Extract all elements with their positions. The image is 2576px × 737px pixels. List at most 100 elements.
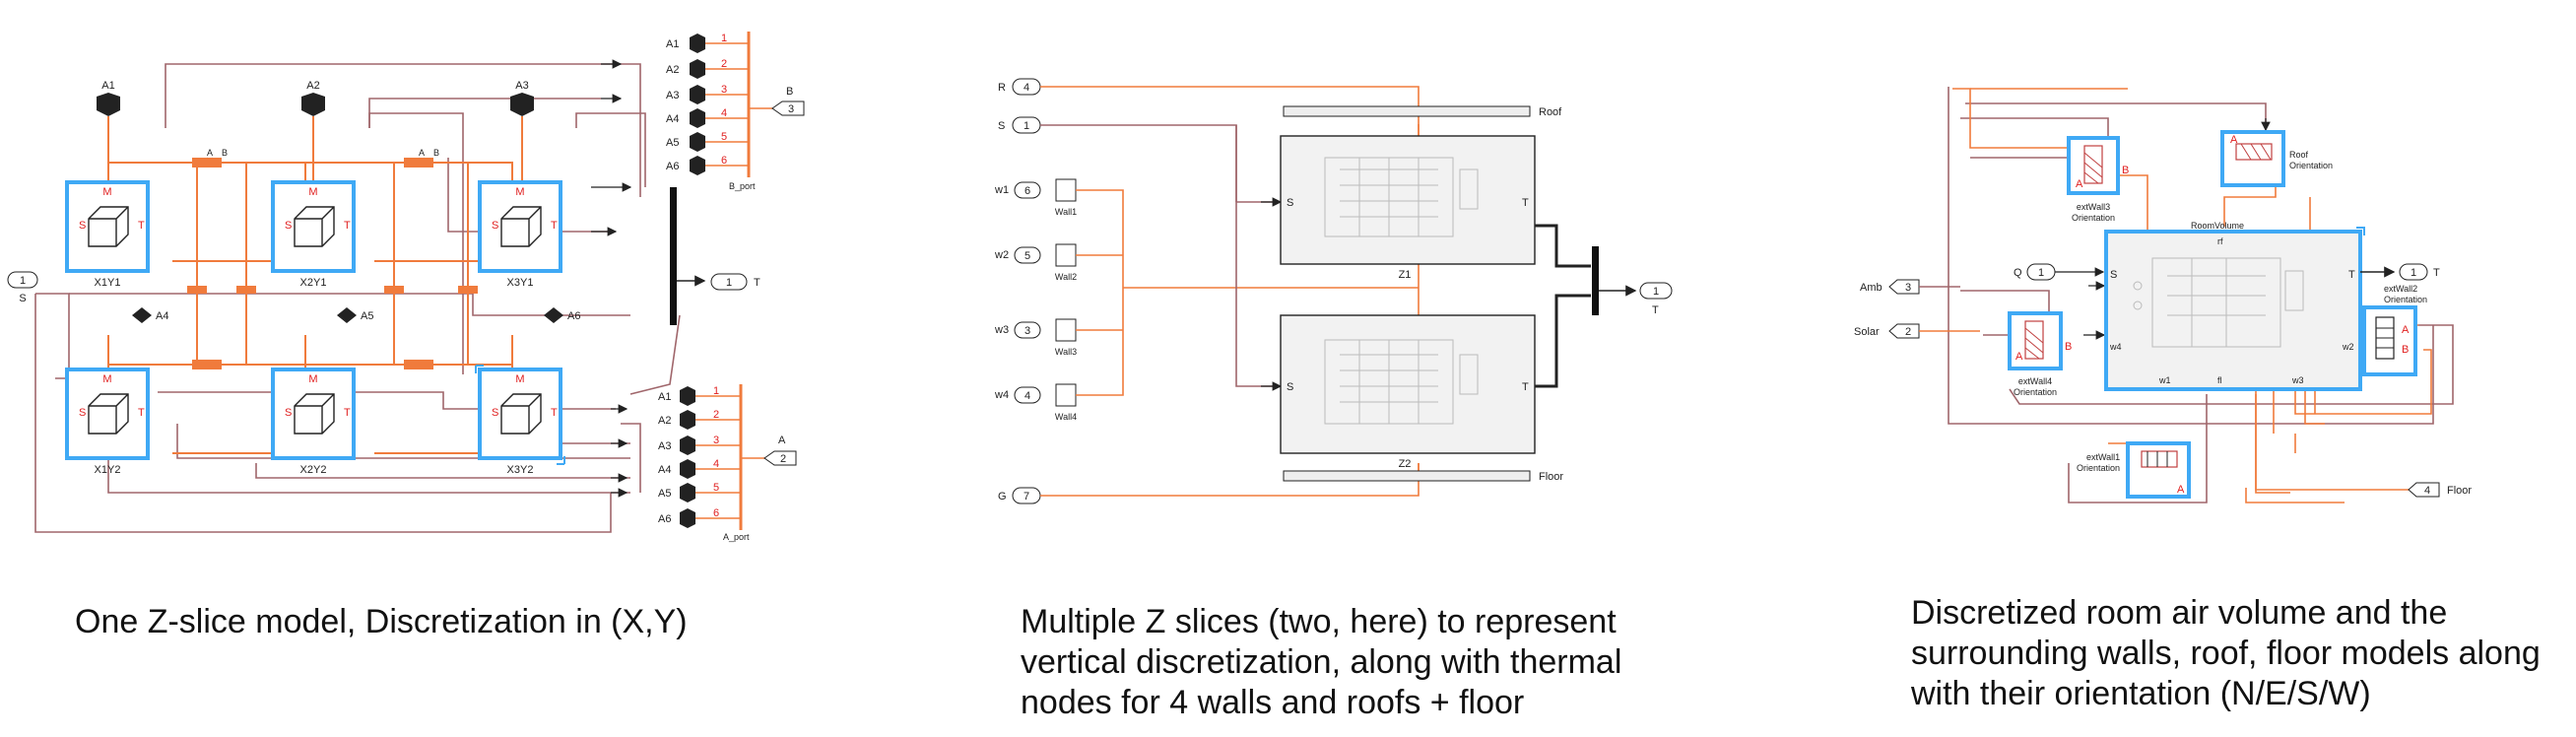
svg-text:4: 4 <box>1024 82 1029 94</box>
svg-text:T: T <box>138 407 145 419</box>
svg-text:X2Y1: X2Y1 <box>300 277 327 289</box>
svg-text:T: T <box>1522 381 1529 393</box>
svg-text:2: 2 <box>780 453 786 465</box>
svg-text:Wall4: Wall4 <box>1055 412 1077 422</box>
svg-text:extWall4: extWall4 <box>2018 376 2052 386</box>
panel3-roof[interactable]: A Roof Orientation <box>2220 130 2333 187</box>
svg-text:rf: rf <box>2217 236 2223 246</box>
svg-text:A: A <box>778 435 786 446</box>
svg-text:Floor: Floor <box>2447 485 2472 497</box>
svg-text:3: 3 <box>1024 325 1030 337</box>
panel3-room-volume[interactable]: RoomVolume S T w4 w2 w1 w3 rf fl <box>2104 221 2365 391</box>
svg-text:w4: w4 <box>2109 342 2122 352</box>
svg-text:A: A <box>2015 351 2023 363</box>
svg-text:w1: w1 <box>2158 375 2171 385</box>
panel2-slice-z1[interactable]: S T Z1 <box>1280 135 1536 281</box>
svg-text:1: 1 <box>2411 267 2416 279</box>
panel1-block-x3y2[interactable]: S T M X3Y2 <box>475 365 565 476</box>
svg-text:Orientation: Orientation <box>2072 213 2115 223</box>
panel2-input-r: R 4 <box>998 78 1041 96</box>
panel2-floor-bar: Floor <box>1283 470 1563 483</box>
svg-text:2: 2 <box>713 409 719 421</box>
svg-text:Amb: Amb <box>1860 282 1882 294</box>
panel2-diagram: R 4 S 1 G 7 w1 6 Wall1 w2 5 Wall2 <box>994 78 1673 504</box>
svg-text:extWall3: extWall3 <box>2077 202 2110 212</box>
svg-text:X2Y2: X2Y2 <box>300 464 327 476</box>
svg-text:Orientation: Orientation <box>2384 295 2427 304</box>
panel1-block-x3y1[interactable]: S T M X3Y1 <box>478 180 562 289</box>
panel3-extwall3[interactable]: A B extWall3 Orientation <box>2067 136 2129 223</box>
panel3-extwall1[interactable]: A extWall1 Orientation <box>2077 441 2191 499</box>
svg-text:A2: A2 <box>306 80 319 92</box>
svg-text:A: A <box>2076 178 2083 190</box>
panel2-wall1: w1 6 Wall1 <box>994 178 1077 217</box>
svg-text:6: 6 <box>1024 185 1030 197</box>
svg-text:Solar: Solar <box>1854 326 1880 338</box>
panel1-block-x1y1[interactable]: S T M X1Y1 <box>65 180 150 289</box>
svg-text:T: T <box>1652 304 1659 316</box>
svg-text:G: G <box>998 491 1007 502</box>
svg-text:Wall1: Wall1 <box>1055 207 1077 217</box>
svg-text:B: B <box>2065 341 2072 353</box>
svg-text:A_port: A_port <box>723 532 750 542</box>
svg-text:3: 3 <box>1905 282 1911 294</box>
svg-text:X3Y1: X3Y1 <box>507 277 534 289</box>
svg-text:2: 2 <box>1905 326 1911 338</box>
panel3-input-amb: Amb 3 <box>1860 279 1920 295</box>
svg-text:4: 4 <box>721 107 727 119</box>
svg-text:Orientation: Orientation <box>2289 161 2333 170</box>
svg-text:T: T <box>2348 269 2355 281</box>
svg-text:A3: A3 <box>666 90 679 101</box>
svg-text:S: S <box>79 407 86 419</box>
svg-text:T: T <box>1522 197 1529 209</box>
panel1-port-a3: A3 <box>510 80 534 116</box>
panel2-input-g: G 7 <box>998 487 1041 504</box>
svg-text:X3Y2: X3Y2 <box>507 464 534 476</box>
svg-text:4: 4 <box>1024 390 1030 402</box>
svg-text:S: S <box>79 220 86 232</box>
svg-text:T: T <box>344 220 351 232</box>
svg-text:M: M <box>308 373 317 385</box>
svg-text:6: 6 <box>713 507 719 519</box>
svg-text:Roof: Roof <box>2289 150 2309 160</box>
panel2-slice-z2[interactable]: S T Z2 <box>1280 314 1536 470</box>
svg-text:A: A <box>2230 134 2238 146</box>
panel3-extwall2[interactable]: A B extWall2 Orientation <box>2362 284 2427 376</box>
panel3-out-t: 1 T <box>2399 263 2440 281</box>
svg-text:S: S <box>998 120 1005 132</box>
svg-text:Floor: Floor <box>1539 471 1563 483</box>
svg-text:5: 5 <box>1024 250 1030 262</box>
panel2-wall4: w4 4 Wall4 <box>994 383 1077 422</box>
svg-text:7: 7 <box>1024 491 1029 502</box>
panel2-input-s: S 1 <box>998 116 1041 134</box>
svg-text:A4: A4 <box>156 310 168 322</box>
panel3-extwall4[interactable]: A B extWall4 Orientation <box>2008 311 2072 397</box>
panel1-a-bus: A1 A2 A3 A4 A5 A6 1 2 3 4 <box>658 384 797 542</box>
svg-text:1: 1 <box>2038 267 2044 279</box>
svg-text:A3: A3 <box>658 440 671 452</box>
svg-text:S: S <box>19 293 26 304</box>
panel1-out-port: 1 T <box>710 273 760 291</box>
panel1-block-x2y1[interactable]: S T M X2Y1 <box>271 180 356 289</box>
svg-text:Orientation: Orientation <box>2077 463 2120 473</box>
svg-text:extWall2: extWall2 <box>2384 284 2417 294</box>
svg-text:T: T <box>551 407 558 419</box>
svg-text:1: 1 <box>721 33 727 44</box>
panel1-block-x1y2[interactable]: S T M X1Y2 <box>65 368 150 476</box>
svg-text:T: T <box>2433 267 2440 279</box>
panel1-block-x2y2[interactable]: S T M X2Y2 <box>271 368 356 476</box>
svg-text:w3: w3 <box>2291 375 2304 385</box>
svg-text:M: M <box>102 186 111 198</box>
svg-text:S: S <box>285 407 292 419</box>
svg-text:w3: w3 <box>994 324 1009 336</box>
panel3-diagram: Amb 3 Solar 2 Q 1 RoomVolume <box>1854 87 2472 503</box>
svg-text:w2: w2 <box>2342 342 2354 352</box>
svg-text:B: B <box>786 86 793 98</box>
svg-text:5: 5 <box>721 131 727 143</box>
svg-text:1: 1 <box>1653 286 1659 298</box>
svg-text:4: 4 <box>2424 485 2430 497</box>
svg-text:S: S <box>285 220 292 232</box>
panel2-roof-bar: Roof <box>1283 105 1562 118</box>
panel2-wall3: w3 3 Wall3 <box>994 318 1077 357</box>
